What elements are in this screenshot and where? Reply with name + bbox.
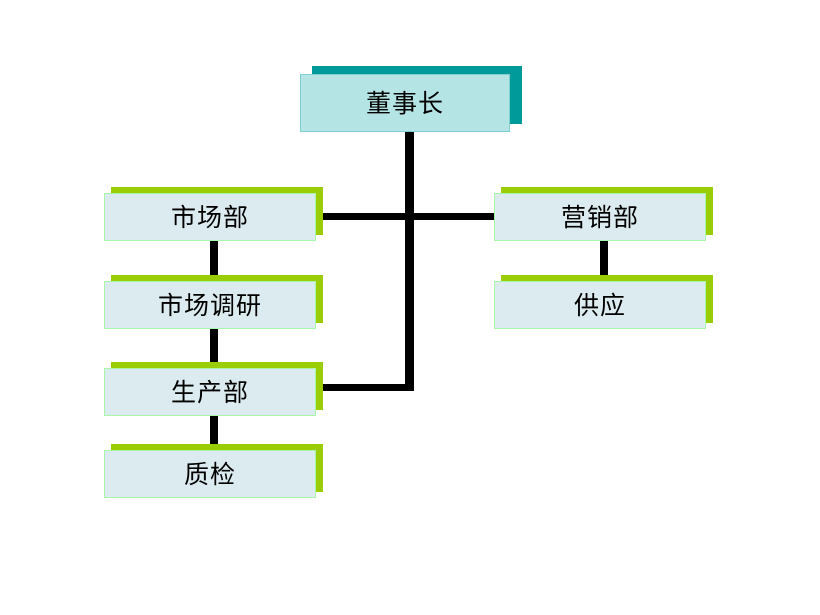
node-production-dept[interactable]: 生产部 [104, 362, 323, 416]
node-label-sales-dept: 营销部 [560, 202, 639, 232]
node-face-market-research[interactable]: 市场调研 [104, 281, 316, 329]
node-chairman[interactable]: 董事长 [300, 66, 522, 132]
node-face-quality-inspection[interactable]: 质检 [104, 450, 316, 498]
node-face-chairman[interactable]: 董事长 [300, 74, 510, 132]
node-label-market-dept: 市场部 [170, 202, 249, 232]
node-quality-inspection[interactable]: 质检 [104, 444, 323, 498]
node-label-quality-inspection: 质检 [183, 459, 236, 489]
node-label-production-dept: 生产部 [170, 377, 249, 407]
node-label-market-research: 市场调研 [157, 290, 262, 320]
connector-sales-to-supply [600, 241, 608, 282]
node-face-sales-dept[interactable]: 营销部 [494, 193, 706, 241]
connector-production-to-quality [210, 416, 218, 451]
connector-trunk-vertical [405, 131, 414, 391]
node-label-chairman: 董事长 [365, 88, 444, 118]
node-face-market-dept[interactable]: 市场部 [104, 193, 316, 241]
node-face-production-dept[interactable]: 生产部 [104, 368, 316, 416]
connector-production-elbow [316, 384, 411, 391]
node-label-supply: 供应 [573, 290, 626, 320]
connector-trunk-horizontal [322, 213, 500, 220]
connector-research-to-production [210, 329, 218, 369]
node-face-supply[interactable]: 供应 [494, 281, 706, 329]
node-supply[interactable]: 供应 [494, 275, 713, 329]
node-market-research[interactable]: 市场调研 [104, 275, 323, 329]
connector-market-to-research [210, 241, 218, 282]
node-sales-dept[interactable]: 营销部 [494, 187, 713, 241]
node-market-dept[interactable]: 市场部 [104, 187, 323, 241]
